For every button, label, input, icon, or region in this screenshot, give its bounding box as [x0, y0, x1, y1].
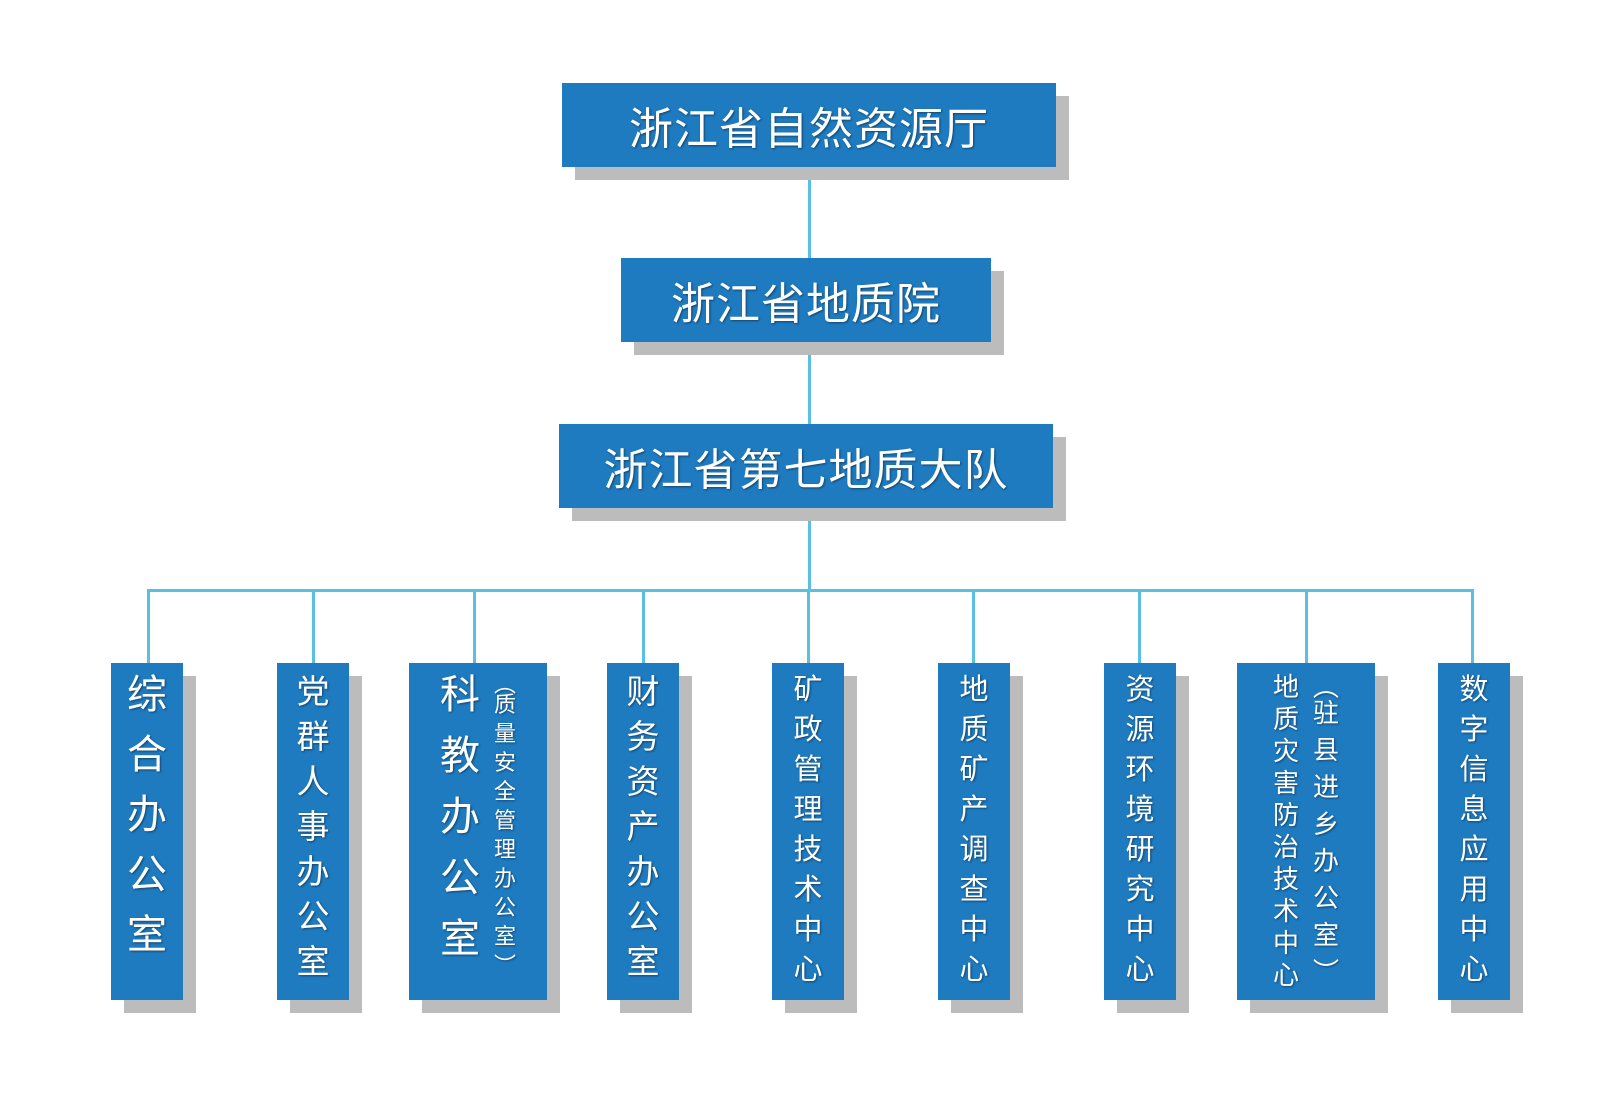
connector-bus	[148, 589, 1474, 592]
department-name: 党群人事办公室	[296, 672, 330, 981]
connector-drop-8	[1305, 589, 1308, 663]
department-box-9: 数字信息应用中心	[1438, 663, 1510, 1000]
department-name: 矿政管理技术中心	[793, 672, 823, 986]
department-name: 财务资产办公室	[626, 672, 660, 981]
connector-drop-2	[312, 589, 315, 663]
connector-drop-3	[473, 589, 476, 663]
connector-drop-1	[147, 589, 150, 663]
department-name: 综合办公室	[127, 672, 167, 958]
box-level3-label: 浙江省第七地质大队	[603, 445, 1009, 496]
department-name: 数字信息应用中心	[1459, 672, 1489, 986]
department-box-5: 矿政管理技术中心	[772, 663, 844, 1000]
connector-drop-6	[972, 589, 975, 663]
connector-drop-9	[1471, 589, 1474, 663]
department-name: 地质矿产调查中心	[959, 672, 989, 986]
box-level2-label: 浙江省地质院	[671, 279, 941, 330]
department-name: 地质灾害防治技术中心	[1272, 673, 1299, 991]
department-name: 科教办公室	[439, 672, 480, 962]
connector-l1-l2	[808, 167, 811, 258]
connector-l3-bus	[808, 507, 811, 592]
box-level1: 浙江省自然资源厅	[562, 83, 1056, 167]
box-level1-label: 浙江省自然资源厅	[629, 104, 989, 155]
connector-drop-5	[807, 589, 810, 663]
department-box-3: 科教办公室 ︵质量安全管理办公室︶	[409, 663, 547, 1000]
department-name: 资源环境研究中心	[1125, 672, 1155, 986]
department-box-1: 综合办公室	[111, 663, 183, 1000]
department-box-7: 资源环境研究中心	[1104, 663, 1176, 1000]
department-box-8: 地质灾害防治技术中心 ︵驻县进乡办公室︶	[1237, 663, 1375, 1000]
box-level2: 浙江省地质院	[621, 258, 991, 342]
department-subname: ︵驻县进乡办公室︶	[1313, 673, 1340, 988]
department-box-6: 地质矿产调查中心	[938, 663, 1010, 1000]
department-subname: ︵质量安全管理办公室︶	[493, 673, 516, 979]
department-box-4: 财务资产办公室	[607, 663, 679, 1000]
connector-drop-7	[1138, 589, 1141, 663]
department-box-2: 党群人事办公室	[277, 663, 349, 1000]
box-level3: 浙江省第七地质大队	[559, 424, 1053, 508]
connector-l2-l3	[808, 341, 811, 424]
connector-drop-4	[642, 589, 645, 663]
